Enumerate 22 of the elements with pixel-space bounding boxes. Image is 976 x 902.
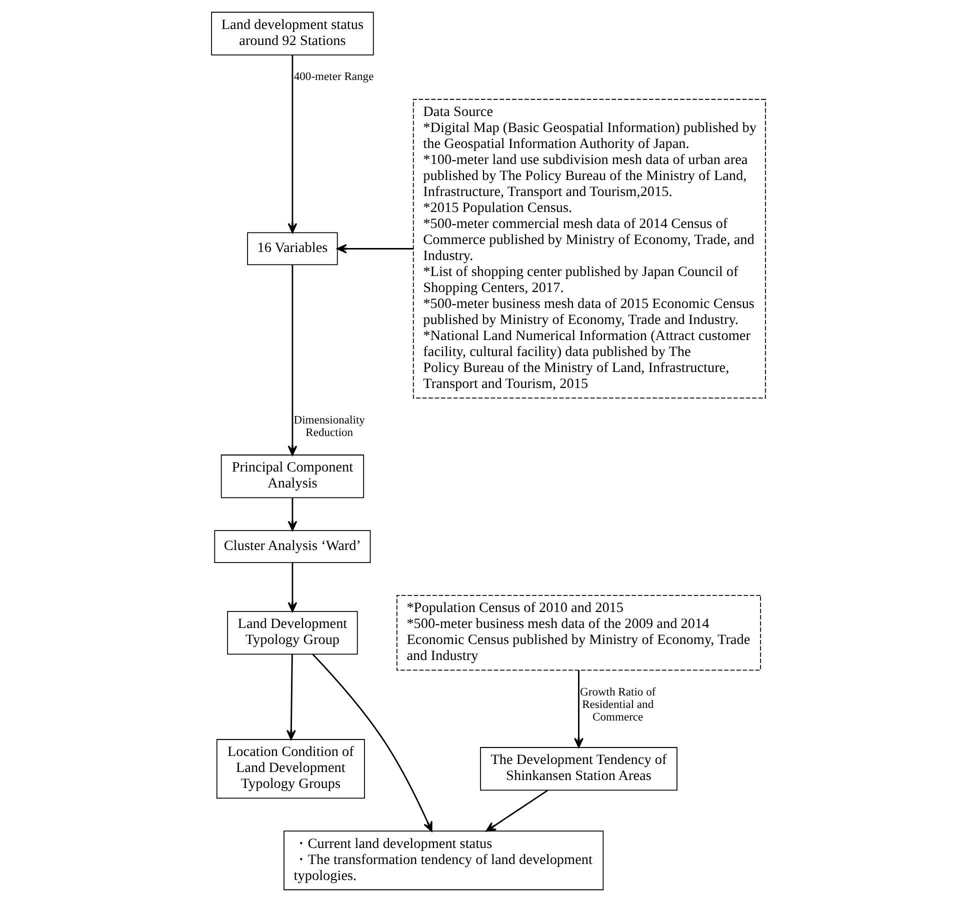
node-box: *Population Census of 2010 and 2015 *500-meter business mesh data of the 2009 and 2014 Economic Census published by Ministry of Economy, Trade and Industry (396, 595, 760, 671)
edge-label: Dimensionality Reduction (293, 414, 364, 439)
arrow (574, 670, 583, 748)
arrow (287, 264, 297, 456)
node-box: ・Current land development status ・The transformation tendency of land development typologies. (283, 830, 604, 890)
node-box: The Development Tendency of Shinkansen Station Areas (480, 747, 677, 791)
arrow (287, 498, 297, 531)
arrow (485, 790, 548, 832)
node-box: Data Source *Digital Map (Basic Geospatial Information) published by the Geospatial Information Authority of Japan. *100-meter land use subdivision mesh data of urban area published by The Policy Bureau of the Ministry of Land, Infrastructure, Transport and Tourism,2015. *2015 Population Census. *500-meter commercial mesh data of 2014 Census of Commerce published by Ministry of Economy, Trade, and Industry. *List of shopping center published by Japan Council of Shopping Centers, 2017. *500-meter business mesh data of 2015 Economic Census published by Ministry of Economy, Trade and Industry. *National Land Numerical Information (Attract customer facility, cultural facility) data published by The Policy Bureau of the Ministry of Land, Infrastructure, Transport and Tourism, 2015 (412, 98, 766, 399)
arrow (312, 654, 432, 832)
node-box: Land development status around 92 Stations (210, 12, 374, 56)
edge-label: 400-meter Range (293, 71, 374, 84)
edge-label: Growth Ratio of Residential and Commerce (580, 686, 656, 724)
node-box: Cluster Analysis ‘Ward’ (214, 530, 370, 564)
arrow (287, 562, 297, 612)
arrow (286, 654, 296, 740)
node-box: Location Condition of Land Development Typology Groups (216, 739, 364, 799)
node-box: 16 Variables (246, 232, 338, 266)
arrow (336, 244, 413, 254)
node-box: Land Development Typology Group (226, 611, 358, 655)
arrow (287, 54, 297, 234)
node-box: Principal Component Analysis (220, 454, 364, 498)
